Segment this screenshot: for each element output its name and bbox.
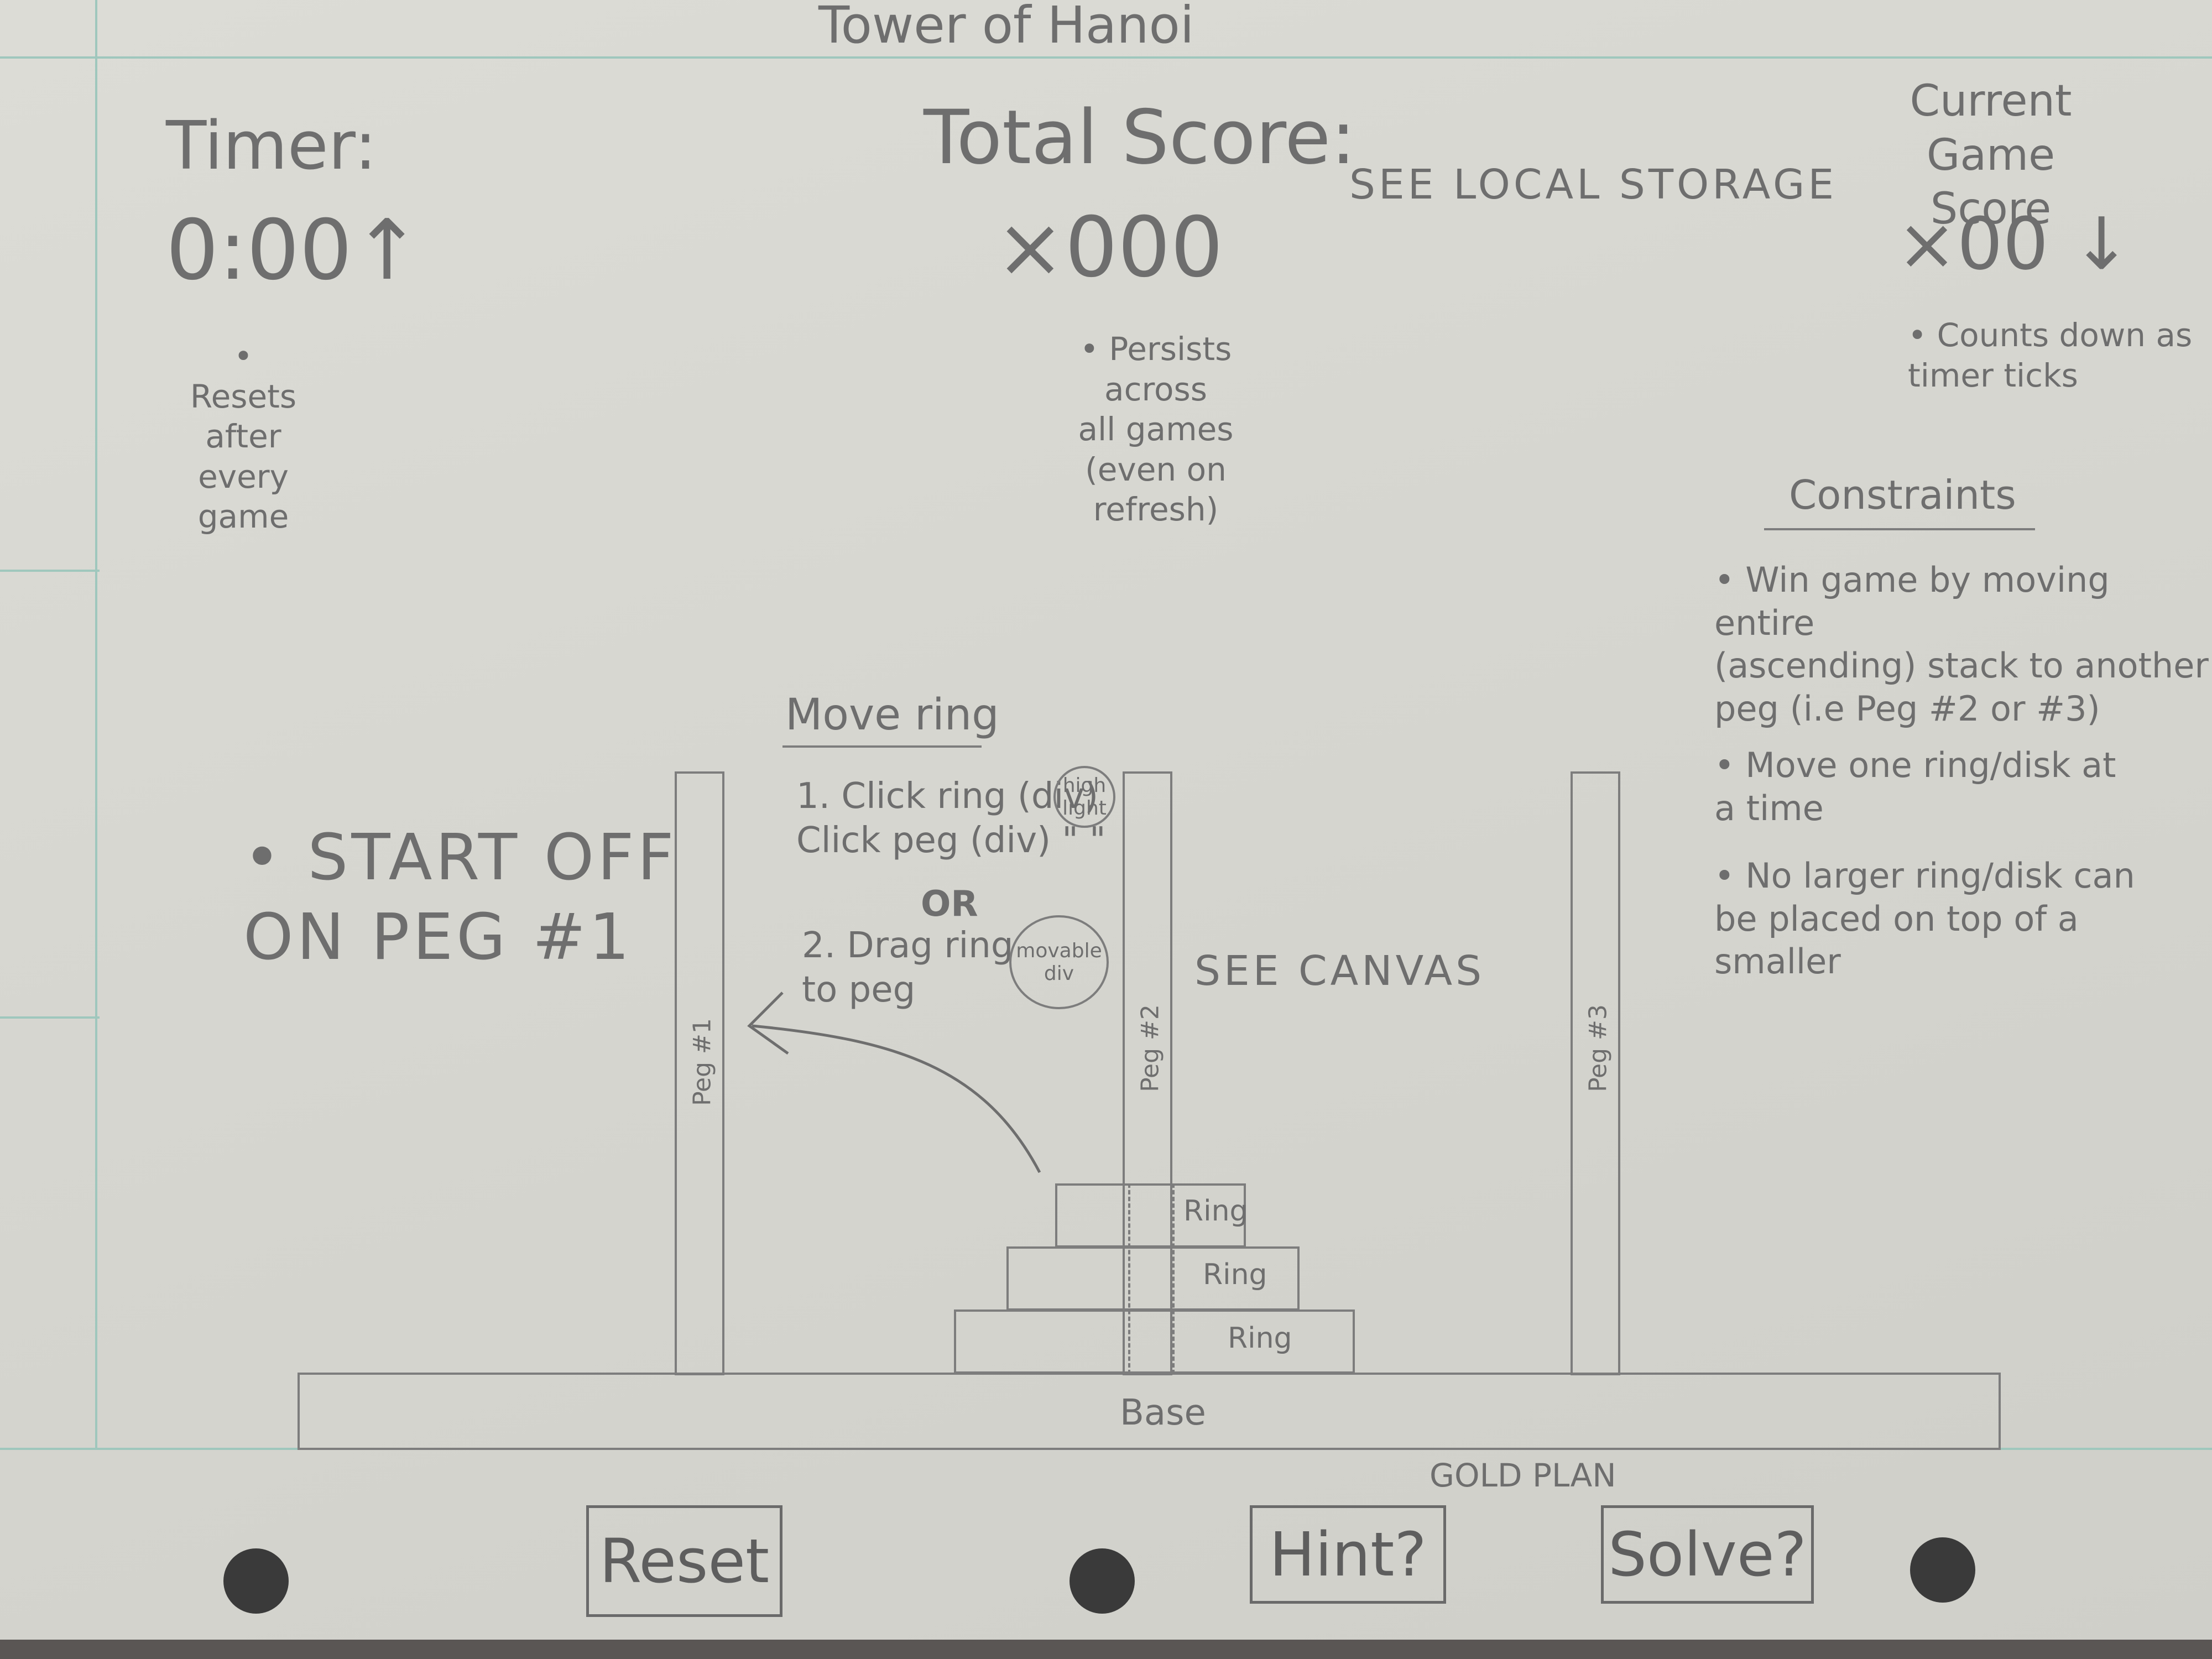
canvas-note: SEE CANVAS — [1194, 947, 1485, 995]
local-storage-note: SEE LOCAL STORAGE — [1349, 161, 1838, 208]
constraint-item: • No larger ring/disk can be placed on t… — [1714, 855, 2135, 982]
margin-line — [95, 0, 97, 1448]
timer-note: • Resets after every game — [190, 337, 297, 535]
move-ring-or: OR — [921, 884, 978, 925]
total-score-note: • Persists across all games (even on ref… — [1078, 330, 1234, 528]
tower-base — [298, 1373, 2001, 1450]
reset-button[interactable]: Reset — [586, 1505, 782, 1617]
page-title: Tower of Hanoi — [818, 0, 1194, 55]
timer-value: 0:00↑ — [166, 202, 422, 299]
total-score-value: ×000 — [995, 200, 1223, 296]
peg-2-label: Peg #2 — [1136, 1004, 1165, 1092]
hint-button[interactable]: Hint? — [1250, 1505, 1446, 1604]
total-score-label: Total Score: — [924, 94, 1356, 181]
peg-2-dashed-right — [1172, 1183, 1175, 1374]
timer-label: Timer: — [166, 108, 377, 185]
binder-hole-left — [223, 1548, 289, 1614]
ring-medium-label: Ring — [1203, 1258, 1267, 1291]
current-score-label: Current Game Score — [1910, 76, 2072, 234]
binder-hole-right — [1910, 1537, 1975, 1603]
movable-bubble: movable div — [1009, 915, 1109, 1009]
peg-3-label: Peg #3 — [1584, 1004, 1613, 1092]
ruled-line-top — [0, 56, 2212, 59]
constraint-item: • Win game by moving entire (ascending) … — [1714, 560, 2209, 729]
start-note: • START OFF ON PEG #1 — [243, 821, 677, 974]
left-tick-1 — [0, 570, 100, 572]
move-ring-underline — [782, 745, 982, 748]
base-label: Base — [1120, 1392, 1206, 1433]
gold-plan-label: GOLD PLAN — [1430, 1457, 1616, 1494]
move-ring-heading: Move ring — [785, 690, 999, 740]
ring-large[interactable] — [954, 1310, 1355, 1374]
ring-small-label: Ring — [1183, 1194, 1248, 1228]
move-ring-step2: 2. Drag ring to peg — [802, 925, 1014, 1010]
move-ring-step1: 1. Click ring (div) Click peg (div) " " — [796, 776, 1106, 861]
constraint-item: • Move one ring/disk at a time — [1714, 745, 2116, 828]
current-score-value: ×00 ↓ — [1897, 202, 2132, 286]
binder-hole-center — [1070, 1548, 1135, 1614]
ring-large-label: Ring — [1228, 1322, 1292, 1355]
peg-2-dashed-left — [1128, 1183, 1130, 1374]
constraints-heading: Constraints — [1789, 472, 2016, 518]
highlight-bubble: high light — [1053, 766, 1115, 828]
solve-button[interactable]: Solve? — [1601, 1505, 1814, 1604]
left-tick-2 — [0, 1016, 100, 1019]
current-score-note: • Counts down as timer ticks — [1908, 316, 2193, 394]
peg-1-label: Peg #1 — [688, 1018, 717, 1106]
constraints-underline — [1764, 528, 2035, 530]
